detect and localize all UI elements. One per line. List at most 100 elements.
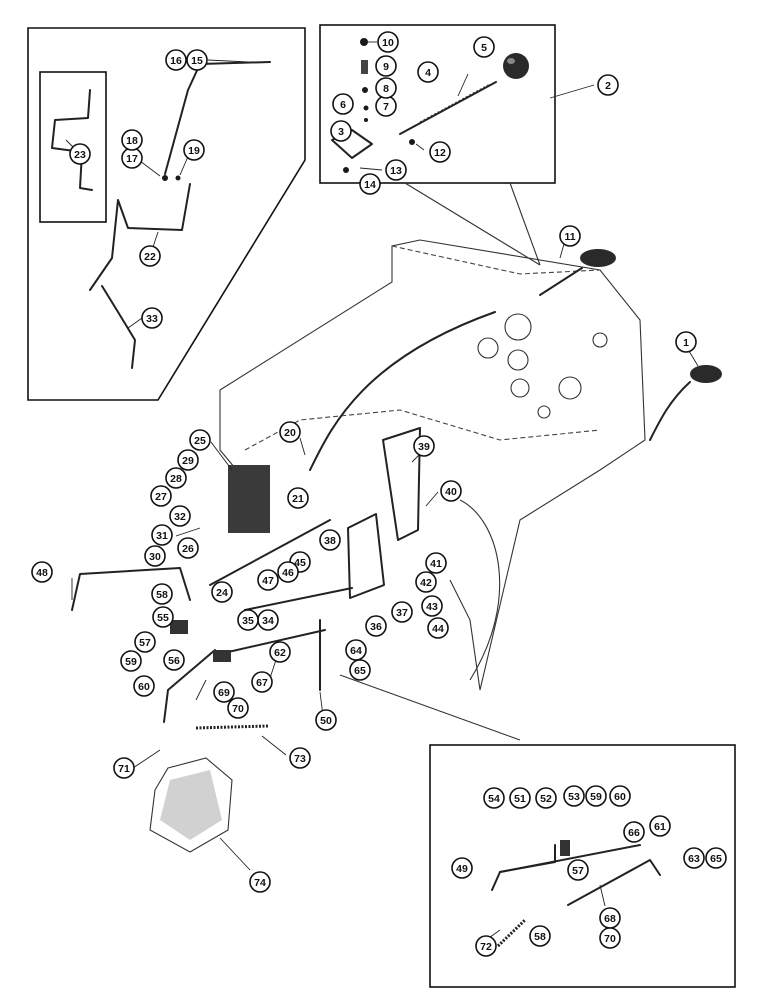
callout-number: 56 [168,655,180,667]
callout-circle [425,552,447,574]
callout-number: 46 [282,567,294,579]
callout-number: 29 [182,455,194,467]
callout-c12: 12 [429,141,451,163]
callout-number: 23 [74,149,86,161]
callout-c71: 71 [113,757,135,779]
callout-circle [427,617,449,639]
callout-circle [186,49,208,71]
leader [175,527,201,537]
callout-c42: 42 [415,571,437,593]
knob-5-highlight [507,58,515,64]
callout-number: 7 [383,101,389,113]
callout-c61: 61 [649,815,671,837]
callout-number: 28 [170,473,182,485]
callout-c46: 46 [277,561,299,583]
clip-17 [162,175,168,181]
callout-circle [440,480,462,502]
callout-c1: 1 [675,331,697,353]
leader [210,441,233,471]
callout-number: 59 [125,656,137,668]
callout-c3: 3 [330,120,352,142]
callout-circle [451,857,473,879]
callout-number: 53 [568,791,580,803]
leader [599,884,606,907]
callout-number: 12 [434,147,446,159]
callout-number: 51 [514,793,526,805]
washer-7 [363,105,369,111]
callout-circle [211,581,233,603]
inset-lower-right [429,744,736,988]
cable-1 [649,381,691,441]
callout-c64: 64 [345,639,367,661]
callout-c20: 20 [279,421,301,443]
callout-c54: 54 [483,787,505,809]
callout-circle [473,36,495,58]
callout-number: 10 [382,37,394,49]
leader [207,59,249,63]
inset-rod-68 [567,859,661,906]
grille-25 [228,465,270,533]
callout-c27: 27 [150,485,172,507]
callout-number: 68 [604,913,616,925]
callout-number: 69 [218,687,230,699]
callout-number: 55 [157,612,169,624]
callout-c32: 32 [169,505,191,527]
callout-number: 32 [174,511,186,523]
callout-c33: 33 [141,307,163,329]
callout-number: 60 [138,681,150,693]
block-56 [213,650,231,662]
inset-throttle-lever [319,24,556,266]
callout-c34: 34 [257,609,279,631]
callout-c17: 17 [121,147,143,169]
callout-circle [165,49,187,71]
inset-block-52 [560,840,570,856]
callout-circle [483,787,505,809]
gauge-hole-5 [510,378,530,398]
inset-pointer-left [404,182,541,266]
callout-circle [585,785,607,807]
callout-circle [251,671,273,693]
callout-c15: 15 [186,49,208,71]
callout-circle [144,545,166,567]
leader [549,84,595,99]
callout-circle [623,821,645,843]
callout-circle [705,847,727,869]
callout-number: 74 [254,877,266,889]
callout-circle [151,524,173,546]
callout-circle [139,245,161,267]
leader [132,749,161,769]
knob-5 [503,53,529,79]
callout-circle [121,129,143,151]
callout-c52: 52 [535,787,557,809]
callout-circle [257,569,279,591]
callout-circle [31,561,53,583]
callout-number: 6 [340,99,346,111]
callout-c57b: 57 [567,859,589,881]
callout-circle [289,747,311,769]
callout-circle [509,787,531,809]
callout-c5: 5 [473,36,495,58]
callout-circle [375,77,397,99]
pin-6 [364,118,368,122]
callout-c58b: 58 [529,925,551,947]
callout-c11: 11 [559,225,581,247]
callout-number: 18 [126,135,138,147]
callout-c63: 63 [683,847,705,869]
callout-circle [349,659,371,681]
callout-circle [249,871,271,893]
callout-number: 66 [628,827,640,839]
gauge-hole-4 [558,376,582,400]
rod-34 [244,587,353,611]
callout-circle [330,120,352,142]
callout-number: 20 [284,427,296,439]
callout-number: 1 [683,337,689,349]
gauge-hole-6 [537,405,551,419]
callout-c9: 9 [375,55,397,77]
callout-number: 71 [118,763,130,775]
leader [359,167,383,171]
leader [195,679,207,701]
callout-number: 37 [396,607,408,619]
callout-circle [413,435,435,457]
knob-1 [690,365,722,383]
